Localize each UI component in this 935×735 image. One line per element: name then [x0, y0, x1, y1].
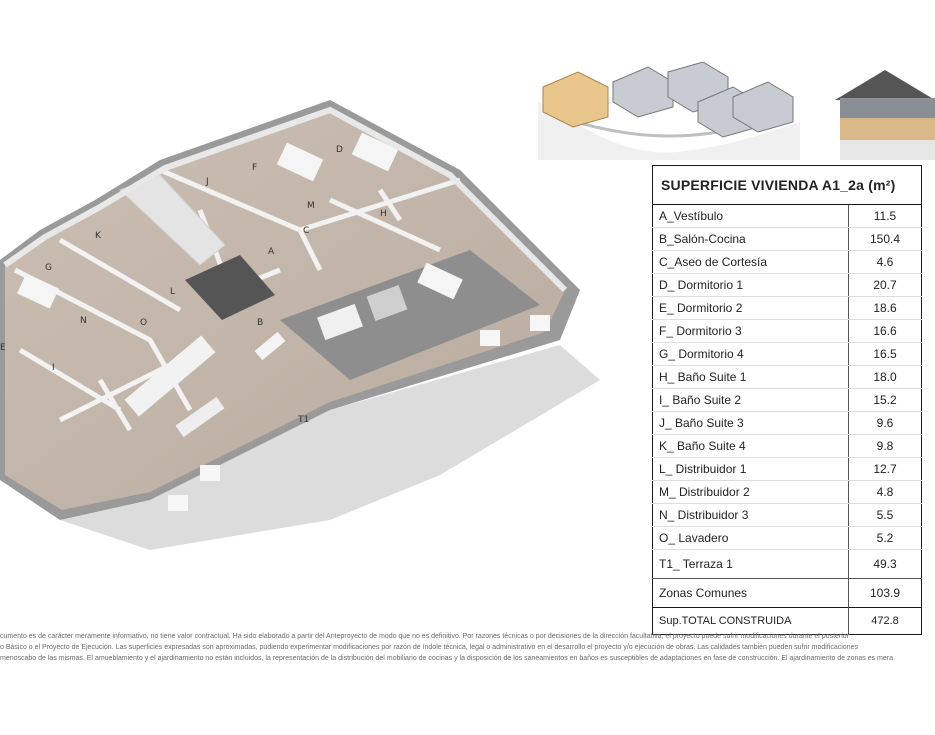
- disclaimer-line: menoscabo de las mismas. El amueblamient…: [0, 655, 894, 662]
- interior-walls: [13, 167, 461, 432]
- row-value: 49.3: [848, 549, 922, 579]
- room-letter-l: L: [170, 287, 175, 297]
- row-value: 5.5: [848, 503, 922, 527]
- row-label: D_ Dormitorio 1: [652, 273, 849, 297]
- room-letter-c: C: [303, 226, 309, 236]
- row-value: 9.8: [848, 434, 922, 458]
- elevator-core: [185, 255, 275, 320]
- room-letter-t1: T1: [297, 415, 309, 425]
- kitchen-island: [124, 335, 216, 417]
- room-letter-d: D: [336, 145, 343, 155]
- row-label: L_ Distribuidor 1: [652, 457, 849, 481]
- bed-f: [276, 142, 324, 182]
- bed-d: [351, 132, 399, 172]
- row-value: 16.6: [848, 319, 922, 343]
- room-letter-j: J: [205, 177, 209, 187]
- row-label: Zonas Comunes: [652, 578, 849, 608]
- row-label: C_Aseo de Cortesía: [652, 250, 849, 274]
- living-rug: [280, 250, 540, 380]
- room-letter-h: H: [380, 209, 387, 219]
- room-letter-e: E: [0, 343, 6, 353]
- row-value: 11.5: [848, 204, 922, 228]
- row-value: 12.7: [848, 457, 922, 481]
- row-label: G_ Dormitorio 4: [652, 342, 849, 366]
- terrace-chair: [480, 330, 500, 346]
- row-label: B_Salón-Cocina: [652, 227, 849, 251]
- site-location-thumbnail: [538, 62, 800, 160]
- row-label: K_ Baño Suite 4: [652, 434, 849, 458]
- disclaimer-line: o Básico o el Proyecto de Ejecución. Las…: [0, 644, 858, 651]
- coffee-table: [317, 303, 363, 341]
- terrace-chair: [168, 495, 188, 511]
- room-letter-k: K: [95, 231, 102, 241]
- row-value: 9.6: [848, 411, 922, 435]
- row-label: I_ Baño Suite 2: [652, 388, 849, 412]
- row-value: 18.6: [848, 296, 922, 320]
- row-value: 150.4: [848, 227, 922, 251]
- room-letter-n: N: [80, 316, 87, 326]
- total-row: Sup.TOTAL CONSTRUIDA 472.8: [652, 607, 922, 635]
- row-value: 4.8: [848, 480, 922, 504]
- floorplan-illustration: A B C D E F G H I J K L M N O T1: [0, 80, 610, 550]
- row-value: 472.8: [848, 607, 922, 635]
- terrace-chair: [200, 465, 220, 481]
- outer-wall: [3, 106, 568, 293]
- row-label: T1_ Terraza 1: [652, 549, 849, 579]
- row-label: O_ Lavadero: [652, 526, 849, 550]
- bed-g: [17, 273, 59, 309]
- terrace-row: T1_ Terraza 1 49.3: [652, 549, 922, 579]
- row-label: M_ Distribuidor 2: [652, 480, 849, 504]
- fireplace: [254, 331, 286, 361]
- row-label: F_ Dormitorio 3: [652, 319, 849, 343]
- room-letter-b: B: [257, 318, 263, 328]
- row-value: 5.2: [848, 526, 922, 550]
- building-elevation-thumbnail: [835, 70, 935, 160]
- room-letter-m: M: [307, 201, 315, 211]
- row-label: N_ Distribuidor 3: [652, 503, 849, 527]
- row-label: J_ Baño Suite 3: [652, 411, 849, 435]
- row-value: 15.2: [848, 388, 922, 412]
- row-value: 103.9: [848, 578, 922, 608]
- legal-disclaimer: cumento es de carácter meramente informa…: [0, 631, 935, 664]
- bed-sofa: [417, 262, 463, 300]
- area-table: SUPERFICIE VIVIENDA A1_2a (m²) A_Vestíbu…: [652, 165, 922, 635]
- common-row: Zonas Comunes 103.9: [652, 578, 922, 608]
- row-label: A_Vestíbulo: [652, 204, 849, 228]
- row-label: E_ Dormitorio 2: [652, 296, 849, 320]
- terrace-chair: [530, 315, 550, 331]
- floorplan-svg: A B C D E F G H I J K L M N O T1: [0, 100, 600, 550]
- row-value: 20.7: [848, 273, 922, 297]
- room-letter-a: A: [268, 247, 275, 257]
- terrace-base: [60, 345, 600, 550]
- disclaimer-line: cumento es de carácter meramente informa…: [0, 633, 850, 640]
- room-letter-f: F: [252, 163, 257, 173]
- row-value: 18.0: [848, 365, 922, 389]
- table-title: SUPERFICIE VIVIENDA A1_2a (m²): [652, 165, 922, 205]
- row-label: H_ Baño Suite 1: [652, 365, 849, 389]
- dining-table: [175, 396, 225, 438]
- room-letter-i: I: [52, 363, 55, 373]
- room-letter-g: G: [45, 263, 52, 273]
- row-value: 4.6: [848, 250, 922, 274]
- sofa: [366, 284, 408, 322]
- row-value: 16.5: [848, 342, 922, 366]
- row-label: Sup.TOTAL CONSTRUIDA: [652, 607, 849, 635]
- room-letter-o: O: [140, 318, 147, 328]
